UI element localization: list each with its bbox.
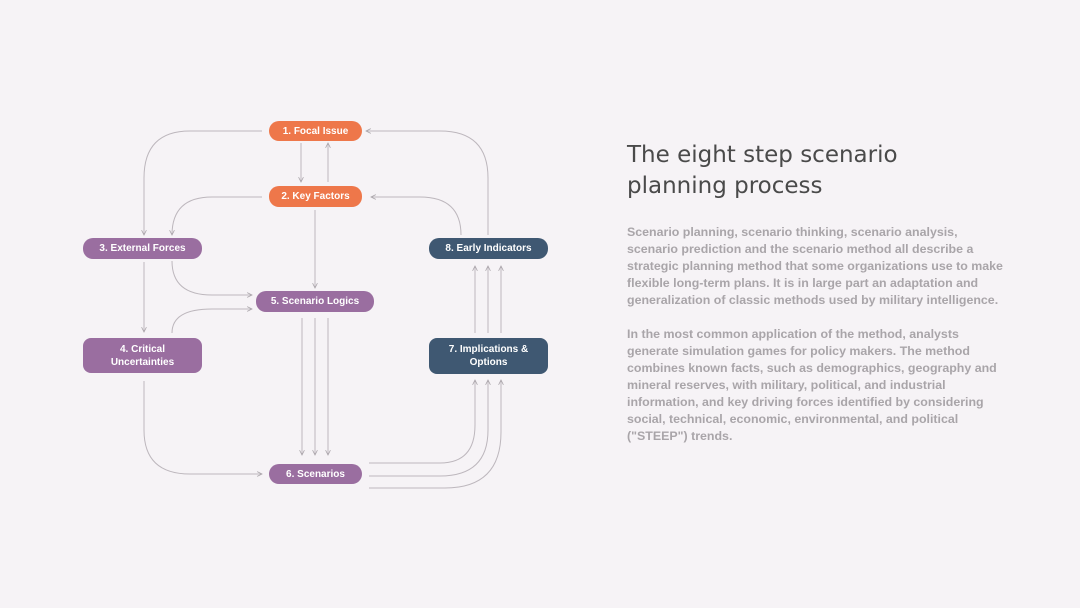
text-panel: The eight step scenario planning process… [627,140,1007,445]
page-title: The eight step scenario planning process [627,142,898,199]
node-key-factors[interactable]: 2. Key Factors [269,186,362,207]
node-focal-issue[interactable]: 1. Focal Issue [269,121,362,141]
connector-lines [0,0,600,489]
arrow-external-to-logics [171,260,252,295]
arrow-critical-to-scenarios [143,381,262,474]
node-critical-uncertainties[interactable]: 4. Critical Uncertainties [83,338,202,373]
body-paragraph-2: In the most common application of the me… [627,327,997,443]
arrow-key-to-external [172,196,262,235]
arrow-critical-to-logics [171,309,252,334]
node-early-indicators[interactable]: 8. Early Indicators [429,238,548,259]
arrow-early-to-focal [366,131,489,235]
arrow-scenarios-to-implications-3 [369,380,501,489]
arrow-early-to-key [371,197,462,236]
node-external-forces[interactable]: 3. External Forces [83,238,202,259]
body-paragraph-1: Scenario planning, scenario thinking, sc… [627,225,1003,307]
scenario-planning-diagram: 1. Focal Issue 2. Key Factors 3. Externa… [0,0,600,489]
arrow-focal-to-external [144,130,262,235]
arrow-scenarios-to-implications-2 [369,380,488,477]
node-implications-options[interactable]: 7. Implications & Options [429,338,548,374]
node-scenario-logics[interactable]: 5. Scenario Logics [256,291,374,312]
node-scenarios[interactable]: 6. Scenarios [269,464,362,484]
arrow-scenarios-to-implications-1 [369,380,475,464]
